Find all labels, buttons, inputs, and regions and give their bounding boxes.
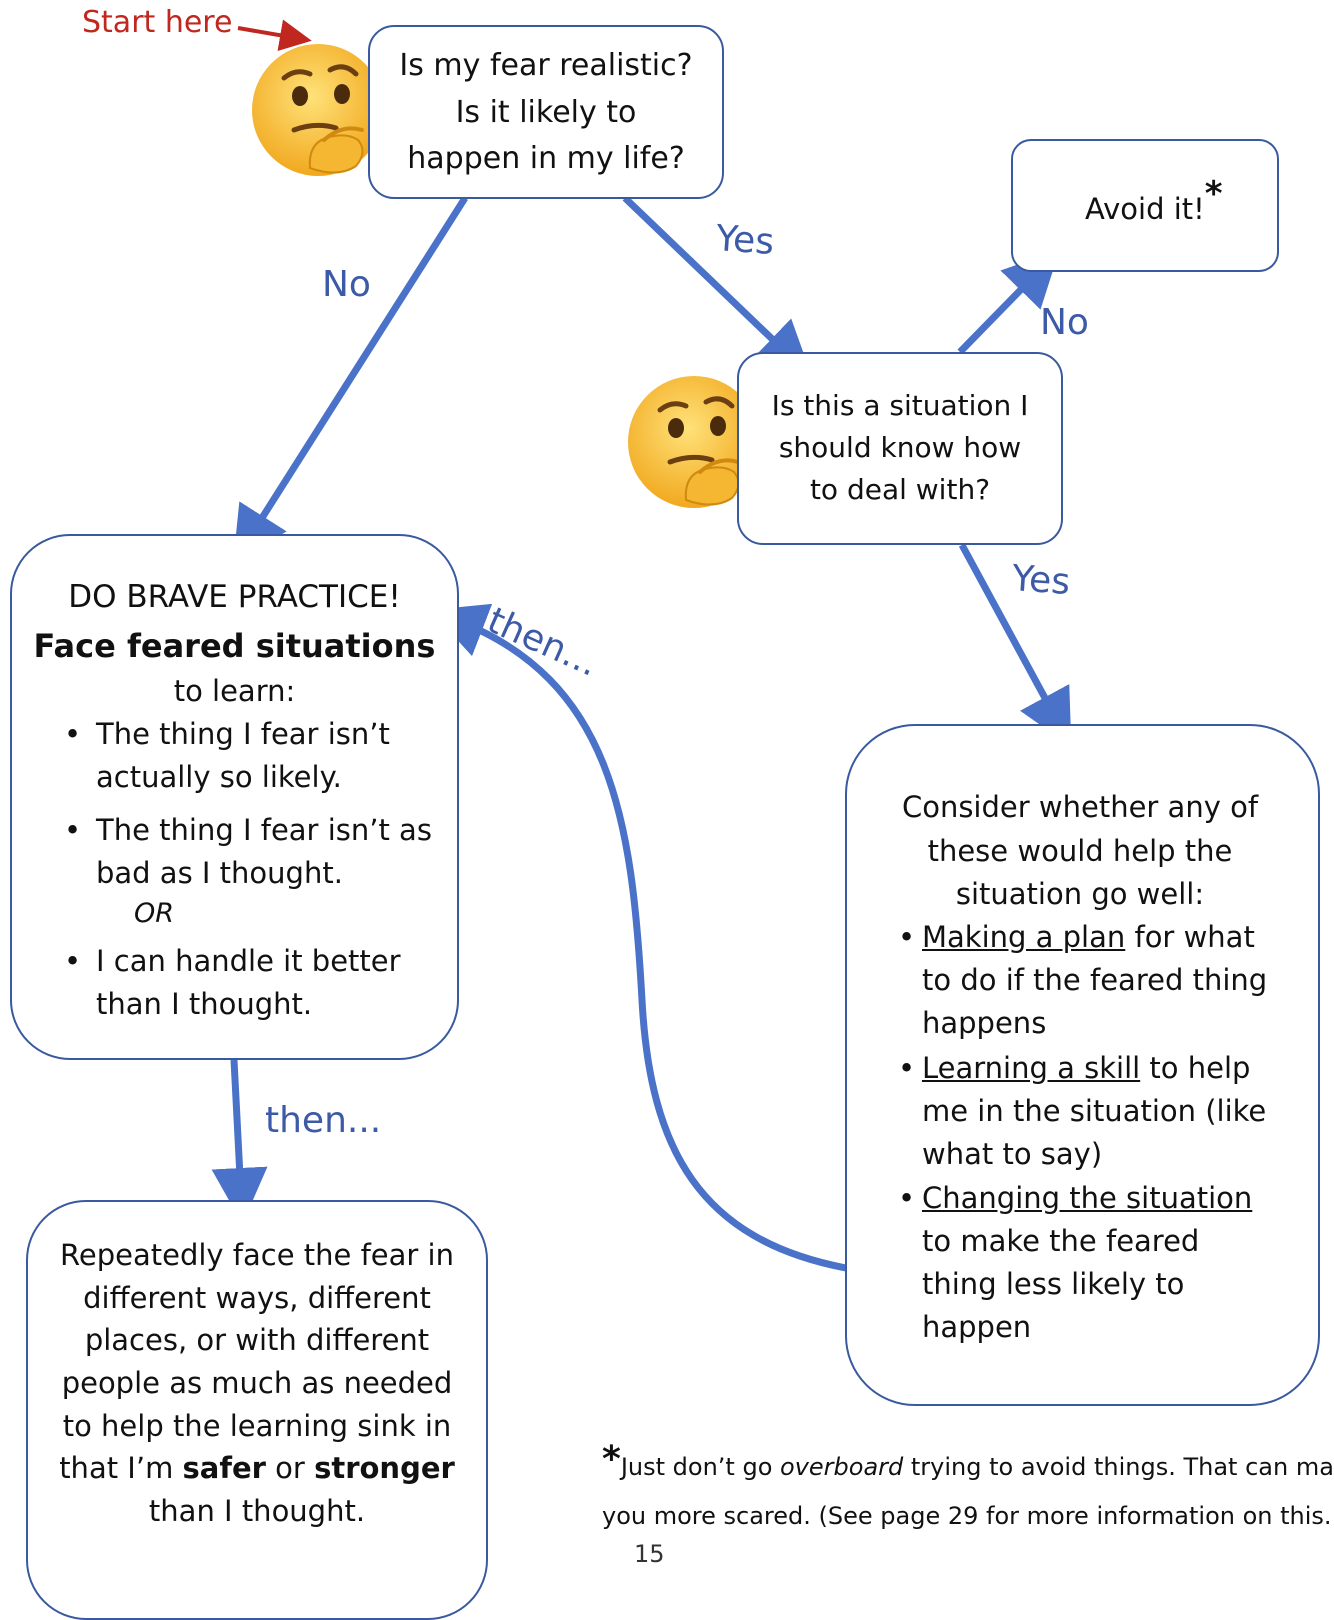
thinking-face-icon bbox=[252, 44, 384, 176]
q2-line: should know how bbox=[778, 431, 1022, 464]
start-label: Start here bbox=[82, 5, 233, 40]
q1-line: Is it likely to bbox=[455, 94, 637, 130]
brave-practice-heading: DO BRAVE PRACTICE! bbox=[68, 579, 401, 615]
repeat-text: that I’m bbox=[59, 1451, 183, 1486]
arrow-brave-then bbox=[211, 1059, 268, 1224]
consider-option-text: for what to do if the feared thing happe… bbox=[922, 920, 1268, 1040]
q2-line: to deal with? bbox=[809, 473, 991, 506]
brave-bullet: I can handle it better than I thought. bbox=[58, 940, 438, 1026]
consider-intro: Consider whether any of these would help… bbox=[880, 786, 1280, 917]
footnote-line-1: *Just don’t go overboard trying to avoid… bbox=[602, 1432, 1334, 1495]
repeat-line: different ways, different bbox=[83, 1280, 431, 1315]
q1-line: Is my fear realistic? bbox=[399, 48, 693, 83]
footnote: *Just don’t go overboard trying to avoid… bbox=[602, 1432, 1334, 1537]
consider-option-title: Learning a skill bbox=[922, 1050, 1141, 1085]
q2-line: Is this a situation I bbox=[771, 389, 1029, 422]
brave-practice-list-2: I can handle it better than I thought. bbox=[58, 940, 438, 1026]
repeat-text: or bbox=[265, 1451, 315, 1486]
question-realistic-box bbox=[368, 25, 724, 199]
edge-label-no-1: No bbox=[322, 264, 371, 305]
consider-option-text: to make the feared thing less likely to … bbox=[922, 1224, 1200, 1345]
repeat-line: that I’m safer or stronger bbox=[30, 1447, 484, 1490]
footnote-marker: * bbox=[1204, 174, 1223, 214]
consider-bullet: Changing the situation to make the feare… bbox=[896, 1177, 1276, 1349]
flow-arrows bbox=[211, 19, 1072, 1272]
consider-option-title: Changing the situation bbox=[922, 1181, 1253, 1216]
q1-line: happen in my life? bbox=[407, 141, 685, 176]
arrow-q2-no bbox=[957, 249, 1060, 355]
consider-option-text: to help me in the situation (like what t… bbox=[922, 1050, 1267, 1171]
arrow-q2-yes bbox=[958, 543, 1072, 747]
repeat-emphasis: stronger bbox=[314, 1451, 455, 1486]
arrow-q1-yes bbox=[622, 195, 813, 378]
edge-label-then-bottom: then... bbox=[265, 1100, 382, 1141]
edge-label-yes-1: Yes bbox=[714, 218, 776, 263]
question-situation-box bbox=[737, 352, 1063, 545]
repeat-practice-text: Repeatedly face the fear in different wa… bbox=[30, 1234, 484, 1532]
footnote-emphasis: overboard bbox=[780, 1453, 904, 1481]
avoid-label: Avoid it! bbox=[1085, 192, 1205, 226]
start-arrow bbox=[237, 19, 312, 52]
repeat-line: to help the learning sink in bbox=[62, 1408, 452, 1443]
thinking-face-icon bbox=[628, 376, 760, 508]
brave-practice-list: The thing I fear isn’t actually so likel… bbox=[58, 713, 438, 895]
brave-bullet: The thing I fear isn’t actually so likel… bbox=[58, 713, 438, 799]
edge-label-yes-2: Yes bbox=[1010, 558, 1072, 603]
footnote-text: trying to avoid things. That can ma bbox=[903, 1453, 1334, 1481]
consider-option-title: Making a plan bbox=[922, 920, 1126, 954]
brave-bullet: The thing I fear isn’t as bad as I thoug… bbox=[58, 809, 438, 895]
repeat-emphasis: safer bbox=[182, 1451, 266, 1486]
consider-bullet: Learning a skill to help me in the situa… bbox=[896, 1047, 1276, 1176]
brave-practice-intro: to learn: bbox=[173, 674, 296, 708]
repeat-line: people as much as needed bbox=[61, 1365, 453, 1400]
repeat-line: than I thought. bbox=[148, 1493, 366, 1528]
consider-intro-line: situation go well: bbox=[955, 877, 1205, 911]
brave-or: OR bbox=[134, 898, 175, 929]
consider-intro-line: these would help the bbox=[927, 833, 1233, 868]
question-realistic-text: Is my fear realistic? Is it likely to ha… bbox=[370, 43, 722, 183]
repeat-practice-box bbox=[26, 1200, 488, 1620]
footnote-line-2: you more scared. (See page 29 for more i… bbox=[602, 1502, 1332, 1530]
footnote-text: Just don’t go bbox=[620, 1453, 781, 1481]
avoid-box bbox=[1011, 139, 1279, 272]
page-number: 15 bbox=[634, 1540, 665, 1568]
consider-intro-line: Consider whether any of bbox=[901, 790, 1259, 824]
repeat-line: Repeatedly face the fear in bbox=[60, 1238, 454, 1272]
avoid-text: Avoid it!* bbox=[1085, 174, 1223, 228]
arrow-consider-then bbox=[429, 603, 847, 1272]
arrow-q1-no bbox=[232, 196, 468, 564]
question-situation-text: Is this a situation I should know how to… bbox=[752, 385, 1048, 511]
brave-practice-subheading: Face feared situations bbox=[33, 627, 436, 665]
edge-label-no-2: No bbox=[1040, 302, 1089, 343]
consider-bullet: Making a plan for what to do if the fear… bbox=[896, 916, 1276, 1045]
repeat-line: places, or with different bbox=[84, 1323, 430, 1358]
footnote-marker: * bbox=[602, 1439, 621, 1480]
consider-list: Making a plan for what to do if the fear… bbox=[896, 916, 1276, 1351]
